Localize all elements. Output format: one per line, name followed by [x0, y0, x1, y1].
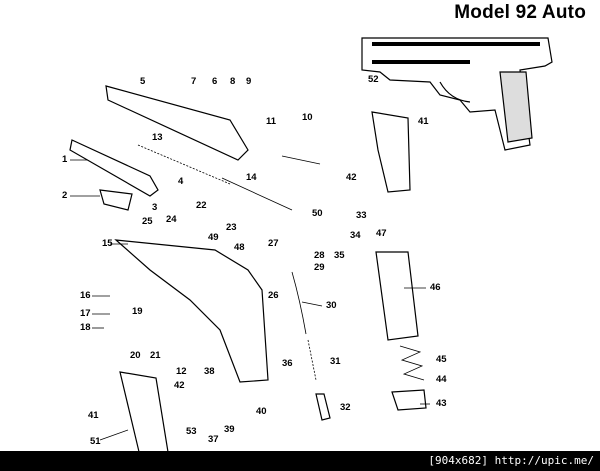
callout-45: 45	[436, 354, 447, 365]
callout-10: 10	[302, 112, 313, 123]
callout-33: 33	[356, 210, 367, 221]
callout-47: 47	[376, 228, 387, 239]
recoil-spring-guide	[221, 177, 293, 211]
callout-labels: 1 2 3 4 5 6 7 8 9 10 11 12 13 14 15 16 1…	[62, 74, 447, 447]
callout-24: 24	[166, 214, 177, 225]
callout-19: 19	[132, 306, 143, 317]
leader-lines	[70, 159, 430, 441]
magazine-spring	[399, 345, 425, 381]
callout-44: 44	[436, 374, 447, 385]
callout-49: 49	[208, 232, 219, 243]
callout-17: 17	[80, 308, 91, 319]
callout-27: 27	[268, 238, 279, 249]
callout-26: 26	[268, 290, 279, 301]
callout-5: 5	[140, 76, 146, 87]
callout-14: 14	[246, 172, 257, 183]
callout-8: 8	[230, 76, 235, 87]
callout-13: 13	[152, 132, 163, 143]
grip-panel-left	[119, 371, 169, 457]
grip-panel-right	[371, 111, 411, 193]
assembled-pistol	[361, 37, 553, 151]
callout-6: 6	[212, 76, 217, 87]
callout-4: 4	[178, 176, 184, 187]
callout-29: 29	[314, 262, 325, 273]
callout-40: 40	[256, 406, 267, 417]
callout-43: 43	[436, 398, 447, 409]
callout-42-right: 42	[346, 172, 357, 183]
callout-15: 15	[102, 238, 113, 249]
callout-51: 51	[90, 436, 101, 447]
frame	[114, 239, 269, 383]
callout-25: 25	[142, 216, 153, 227]
trigger-bar-spring	[291, 271, 307, 335]
callout-53: 53	[186, 426, 197, 437]
callout-30: 30	[326, 300, 337, 311]
callout-46: 46	[430, 282, 441, 293]
recoil-spring	[137, 144, 231, 185]
callout-31: 31	[330, 356, 341, 367]
callout-50: 50	[312, 208, 323, 219]
callout-42-left: 42	[174, 380, 185, 391]
callout-1: 1	[62, 154, 68, 165]
callout-48: 48	[234, 242, 245, 253]
callout-22: 22	[196, 200, 207, 211]
callout-21: 21	[150, 350, 161, 361]
callout-20: 20	[130, 350, 141, 361]
callout-52: 52	[368, 74, 379, 85]
callout-23: 23	[226, 222, 237, 233]
diagram-title: Model 92 Auto	[454, 2, 586, 23]
slide	[105, 85, 249, 161]
callout-9: 9	[246, 76, 251, 87]
callout-34: 34	[350, 230, 361, 241]
magazine	[375, 251, 419, 341]
callout-39: 39	[224, 424, 235, 435]
callout-35: 35	[334, 250, 345, 261]
magazine-floorplate	[391, 389, 427, 411]
hammer-spring-guide	[315, 393, 331, 421]
hammer-spring	[307, 339, 317, 381]
callout-2: 2	[62, 190, 67, 201]
callout-38: 38	[204, 366, 215, 377]
callout-32: 32	[340, 402, 351, 413]
callout-36: 36	[282, 358, 293, 369]
callout-28: 28	[314, 250, 325, 261]
callout-7: 7	[191, 76, 196, 87]
callout-3: 3	[152, 202, 157, 213]
callout-18: 18	[80, 322, 91, 333]
callout-11: 11	[266, 116, 277, 127]
callout-16: 16	[80, 290, 91, 301]
locking-block	[99, 189, 133, 211]
firing-pin	[281, 155, 321, 165]
callout-37: 37	[208, 434, 219, 445]
callout-41-right: 41	[418, 116, 429, 127]
callout-12: 12	[176, 366, 187, 377]
barrel	[69, 139, 159, 197]
image-host-footer: [904x682] http://upic.me/	[0, 451, 600, 471]
callout-41-left: 41	[88, 410, 99, 421]
